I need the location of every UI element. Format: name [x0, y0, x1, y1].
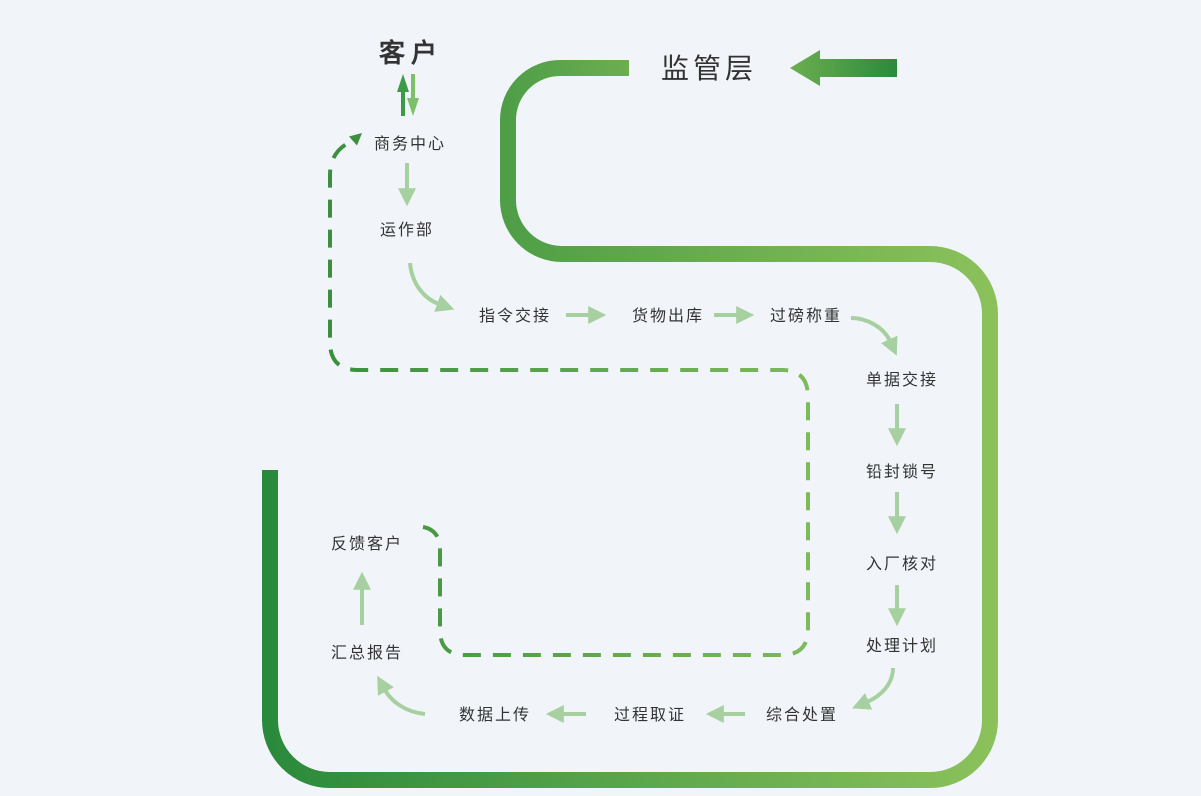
curved-arrow-icon	[852, 667, 895, 710]
node-goods-outbound: 货物出库	[632, 306, 704, 325]
dashed-arrowhead-icon	[349, 133, 362, 146]
node-factory-check: 入厂核对	[866, 554, 938, 573]
node-comprehensive-disposal: 综合处置	[766, 705, 838, 724]
curved-arrow-icon	[377, 675, 426, 716]
node-instruction-handover: 指令交接	[479, 306, 551, 325]
arrow-down-icon	[407, 74, 419, 116]
main-flow-path-bottom	[262, 470, 998, 788]
node-feedback-customer: 反馈客户	[331, 534, 403, 553]
arrow-up-icon	[397, 74, 409, 116]
arrow-left-icon	[790, 50, 897, 86]
node-operations: 运作部	[380, 220, 434, 239]
node-seal-lock: 铅封锁号	[866, 462, 938, 481]
up-down-arrows-icon	[397, 74, 419, 116]
node-document-handover: 单据交接	[866, 370, 938, 389]
main-flow-path-top	[500, 60, 629, 201]
curved-arrow-icon	[408, 262, 455, 312]
main-flow-path-middle	[500, 199, 998, 721]
curved-arrow-icon	[850, 316, 898, 356]
customer-title: 客户	[379, 38, 443, 69]
node-data-upload: 数据上传	[459, 705, 531, 724]
node-business-center: 商务中心	[374, 134, 446, 153]
dashed-feedback-path	[328, 140, 810, 657]
node-summary-report: 汇总报告	[331, 643, 403, 662]
regulator-title: 监管层	[661, 52, 757, 85]
node-weighing: 过磅称重	[770, 306, 842, 325]
node-process-evidence: 过程取证	[614, 705, 686, 724]
node-process-plan: 处理计划	[866, 636, 938, 655]
